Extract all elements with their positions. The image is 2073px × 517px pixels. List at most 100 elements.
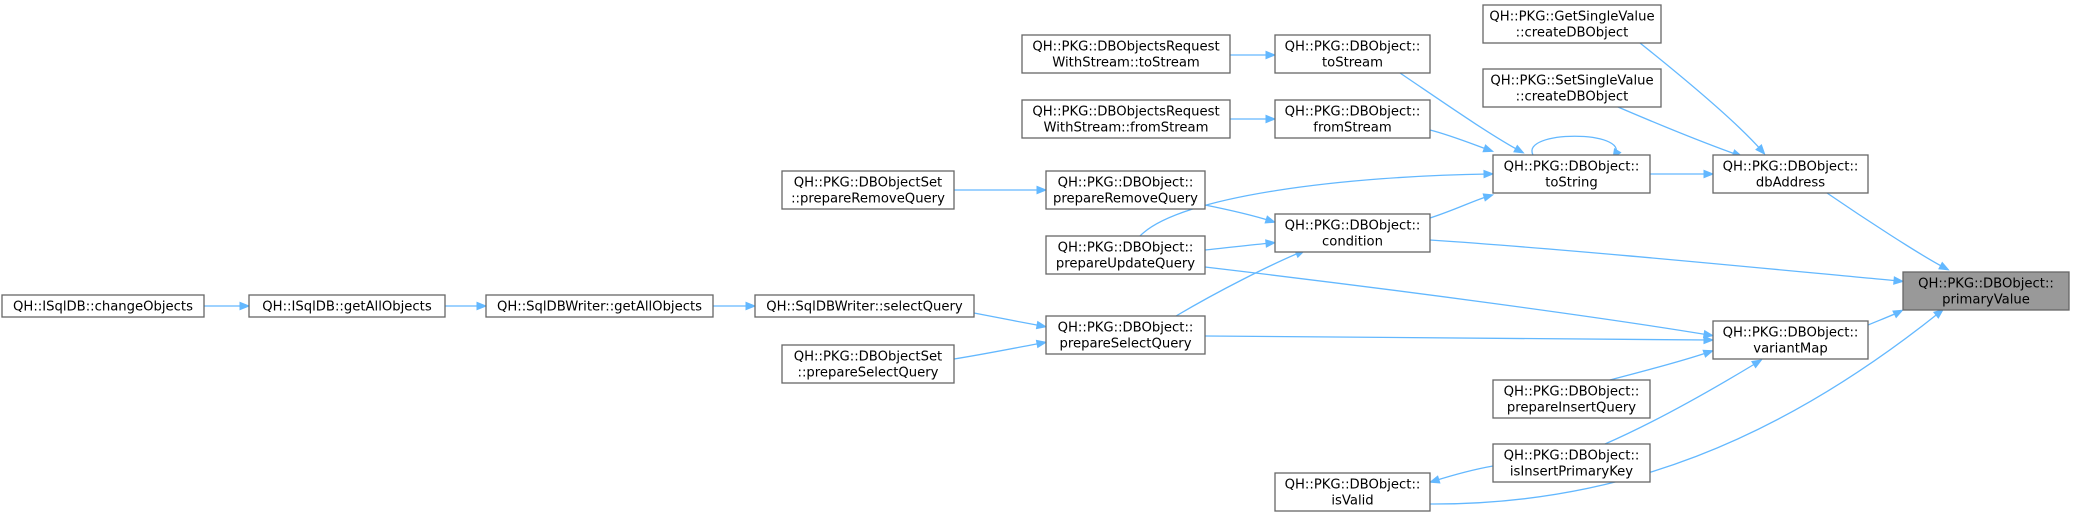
- arrowhead-icon: [1265, 239, 1277, 248]
- node-label-line: QH::PKG::DBObject::: [1285, 40, 1421, 55]
- edge-line: [1531, 135, 1618, 156]
- node-label-line: WithStream::toStream: [1052, 56, 1200, 71]
- node-label-line: QH::ISqlDB::changeObjects: [13, 300, 193, 315]
- node-label-line: QH::PKG::DBObjectSet: [794, 350, 942, 365]
- node-box: [1492, 154, 1651, 194]
- node-label-line: prepareInsertQuery: [1507, 401, 1636, 416]
- edge-condition-to-toString: [1429, 193, 1495, 219]
- node-label-line: QH::PKG::DBObject::: [1285, 219, 1421, 234]
- node-box: [1712, 320, 1869, 360]
- node-prepareRemoveQuery[interactable]: QH::PKG::DBObject::prepareRemoveQuery: [1045, 170, 1206, 210]
- node-setRemove[interactable]: QH::PKG::DBObjectSet::prepareRemoveQuery: [781, 170, 955, 210]
- node-box: [1274, 34, 1431, 74]
- node-label-line: variantMap: [1753, 342, 1827, 357]
- node-selectQuery[interactable]: QH::SqlDBWriter::selectQuery: [754, 294, 975, 318]
- node-label-line: QH::PKG::DBObjectsRequest: [1032, 105, 1219, 120]
- edge-SetSingleValue-to-dbAddress: [1617, 106, 1744, 158]
- node-reqFromStream[interactable]: QH::PKG::DBObjectsRequestWithStream::fro…: [1021, 99, 1231, 139]
- node-box: [781, 170, 955, 210]
- edge-line: [1604, 361, 1759, 445]
- edge-line: [1433, 465, 1494, 482]
- node-box: [1045, 315, 1206, 355]
- arrowhead-icon: [1893, 276, 1905, 285]
- node-box: [1274, 213, 1431, 253]
- node-toString[interactable]: QH::PKG::DBObject::toString: [1492, 154, 1651, 194]
- node-label-line: prepareUpdateQuery: [1056, 257, 1195, 272]
- node-label-line: fromStream: [1313, 121, 1391, 136]
- edge-line: [1204, 266, 1710, 336]
- node-writerGetAll[interactable]: QH::SqlDBWriter::getAllObjects: [485, 294, 714, 318]
- edge-variantMap-to-primaryValue: [1867, 309, 1904, 326]
- node-prepareInsertQuery[interactable]: QH::PKG::DBObject::prepareInsertQuery: [1492, 379, 1651, 419]
- node-label-line: ::prepareSelectQuery: [798, 366, 939, 381]
- edge-line: [1175, 251, 1302, 317]
- node-label-line: WithStream::fromStream: [1044, 121, 1209, 136]
- edge-dbGetAll-to-writerGetAll: [445, 301, 488, 311]
- node-prepareSelectQuery[interactable]: QH::PKG::DBObject::prepareSelectQuery: [1045, 315, 1206, 355]
- node-box: [1482, 68, 1662, 108]
- edge-isInsertPrimaryKey-to-isValid: [1428, 465, 1494, 484]
- node-label-line: ::createDBObject: [1516, 90, 1629, 105]
- edge-GetSingleValue-to-dbAddress: [1639, 42, 1766, 156]
- edge-toStream-to-toString: [1399, 72, 1525, 154]
- node-box: [1902, 271, 2070, 311]
- node-box: [1274, 99, 1431, 139]
- arrowhead-icon: [1482, 144, 1495, 153]
- node-condition[interactable]: QH::PKG::DBObject::condition: [1274, 213, 1431, 253]
- node-box: [1492, 379, 1651, 419]
- node-toStream[interactable]: QH::PKG::DBObject::toStream: [1274, 34, 1431, 74]
- edge-selectQuery-to-prepareSelectQuery: [973, 312, 1048, 330]
- node-label-line: primaryValue: [1942, 293, 2030, 308]
- node-label-line: QH::PKG::DBObject::: [1918, 277, 2054, 292]
- node-label-line: prepareSelectQuery: [1059, 337, 1191, 352]
- edge-line: [1399, 72, 1521, 152]
- node-label-line: prepareRemoveQuery: [1053, 192, 1198, 207]
- node-GetSingleValue[interactable]: QH::PKG::GetSingleValue::createDBObject: [1482, 4, 1662, 44]
- node-SetSingleValue[interactable]: QH::PKG::SetSingleValue::createDBObject: [1482, 68, 1662, 108]
- edge-reqToStream-to-toStream: [1230, 50, 1277, 60]
- node-label-line: QH::PKG::DBObject::: [1285, 105, 1421, 120]
- node-label-line: QH::SqlDBWriter::selectQuery: [766, 300, 963, 315]
- node-fromStream[interactable]: QH::PKG::DBObject::fromStream: [1274, 99, 1431, 139]
- arrowhead-icon: [1702, 329, 1715, 339]
- edge-line: [1204, 242, 1272, 251]
- edge-toString-to-dbAddress: [1650, 169, 1715, 179]
- arrowhead-icon: [1036, 185, 1048, 195]
- node-box: [248, 294, 446, 318]
- node-box: [1021, 34, 1231, 74]
- node-reqToStream[interactable]: QH::PKG::DBObjectsRequestWithStream::toS…: [1021, 34, 1231, 74]
- node-dbGetAll[interactable]: QH::ISqlDB::getAllObjects: [248, 294, 446, 318]
- node-prepareUpdateQuery[interactable]: QH::PKG::DBObject::prepareUpdateQuery: [1045, 235, 1206, 275]
- edge-line: [1617, 106, 1739, 156]
- arrowhead-icon: [1703, 335, 1715, 345]
- arrowhead-icon: [1932, 308, 1945, 319]
- arrowhead-icon: [239, 301, 251, 311]
- edge-prepareUpdateQuery-to-variantMap: [1204, 266, 1715, 339]
- arrowhead-icon: [1892, 309, 1904, 319]
- node-label-line: dbAddress: [1756, 176, 1825, 191]
- node-setSelect[interactable]: QH::PKG::DBObjectSet::prepareSelectQuery: [781, 344, 955, 384]
- node-label-line: QH::PKG::SetSingleValue: [1490, 74, 1653, 89]
- arrowhead-icon: [1264, 215, 1277, 224]
- node-box: [781, 344, 955, 384]
- edge-line: [1429, 129, 1490, 151]
- edge-reqFromStream-to-fromStream: [1230, 114, 1277, 124]
- node-dbAddress[interactable]: QH::PKG::DBObject::dbAddress: [1712, 154, 1869, 194]
- node-changeObjects[interactable]: QH::ISqlDB::changeObjects: [1, 294, 205, 318]
- node-primaryValue[interactable]: QH::PKG::DBObject::primaryValue: [1902, 271, 2070, 311]
- node-variantMap[interactable]: QH::PKG::DBObject::variantMap: [1712, 320, 1869, 360]
- edge-changeObjects-to-dbGetAll: [204, 301, 251, 311]
- node-box: [1045, 235, 1206, 275]
- node-label-line: QH::PKG::DBObject::: [1504, 385, 1640, 400]
- node-isValid[interactable]: QH::PKG::DBObject::isValid: [1274, 472, 1431, 512]
- arrowhead-icon: [1702, 349, 1715, 358]
- node-box: [1274, 472, 1431, 512]
- node-isInsertPrimaryKey[interactable]: QH::PKG::DBObject::isInsertPrimaryKey: [1492, 443, 1651, 483]
- node-label-line: QH::PKG::DBObject::: [1723, 326, 1859, 341]
- node-label-line: toString: [1545, 176, 1598, 191]
- node-box: [1492, 443, 1651, 483]
- node-label-line: QH::PKG::DBObject::: [1285, 478, 1421, 493]
- node-box: [754, 294, 975, 318]
- edge-prepareUpdateQuery-to-condition: [1204, 239, 1277, 251]
